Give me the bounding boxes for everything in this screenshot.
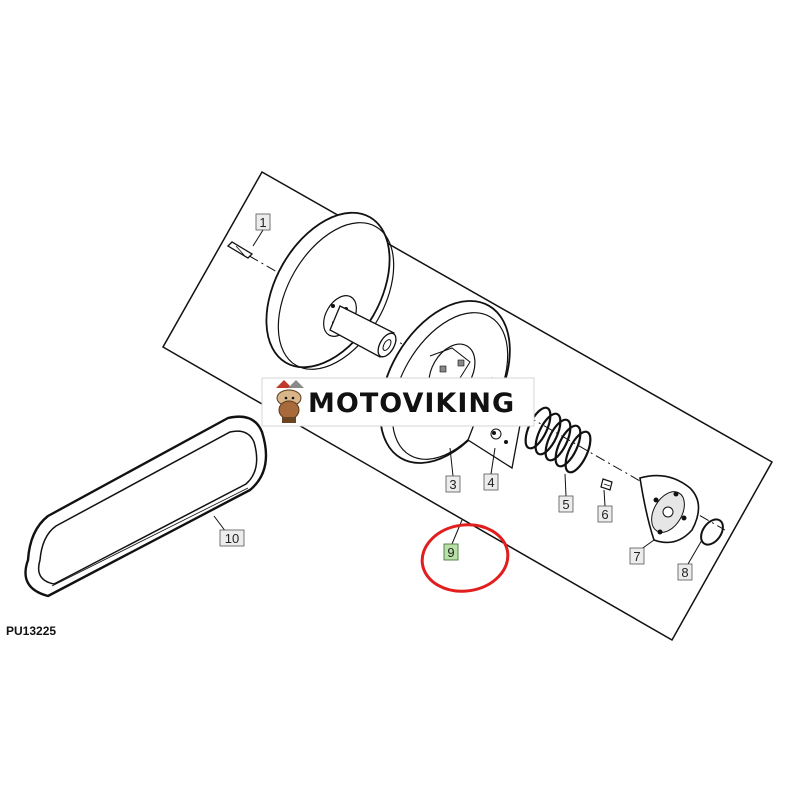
callout-4: 4 <box>483 473 499 491</box>
part-fixed-sheave <box>265 211 397 370</box>
callout-label: 7 <box>633 549 640 564</box>
callout-9: 9 <box>443 543 459 561</box>
leader-lines <box>213 229 703 565</box>
callout-1: 1 <box>255 213 271 231</box>
callout-7: 7 <box>629 547 645 565</box>
viking-mascot-icon <box>276 380 304 423</box>
callout-label: 8 <box>681 565 688 580</box>
callout-label: 6 <box>601 507 608 522</box>
callout-5: 5 <box>558 495 574 513</box>
callout-label: 9 <box>447 545 454 560</box>
drawing-code: PU13225 <box>6 624 56 638</box>
part-snap-ring <box>700 518 724 546</box>
watermark-text: MOTOVIKING <box>308 388 515 419</box>
callout-6: 6 <box>597 505 613 523</box>
part-spider <box>639 474 700 544</box>
part-spring <box>524 406 592 474</box>
callout-label: 1 <box>259 215 266 230</box>
highlight-ring <box>420 523 510 593</box>
callout-10: 10 <box>219 529 245 547</box>
callout-label: 10 <box>225 531 239 546</box>
part-pin <box>226 241 254 259</box>
assembly-frame <box>161 170 774 642</box>
part-key <box>600 478 613 491</box>
callout-label: 3 <box>449 477 456 492</box>
part-drive-belt <box>24 415 268 598</box>
callout-3: 3 <box>445 475 461 493</box>
callout-8: 8 <box>677 563 693 581</box>
callout-label: 5 <box>562 497 569 512</box>
callout-label: 4 <box>487 475 494 490</box>
watermark: MOTOVIKING <box>261 377 535 427</box>
